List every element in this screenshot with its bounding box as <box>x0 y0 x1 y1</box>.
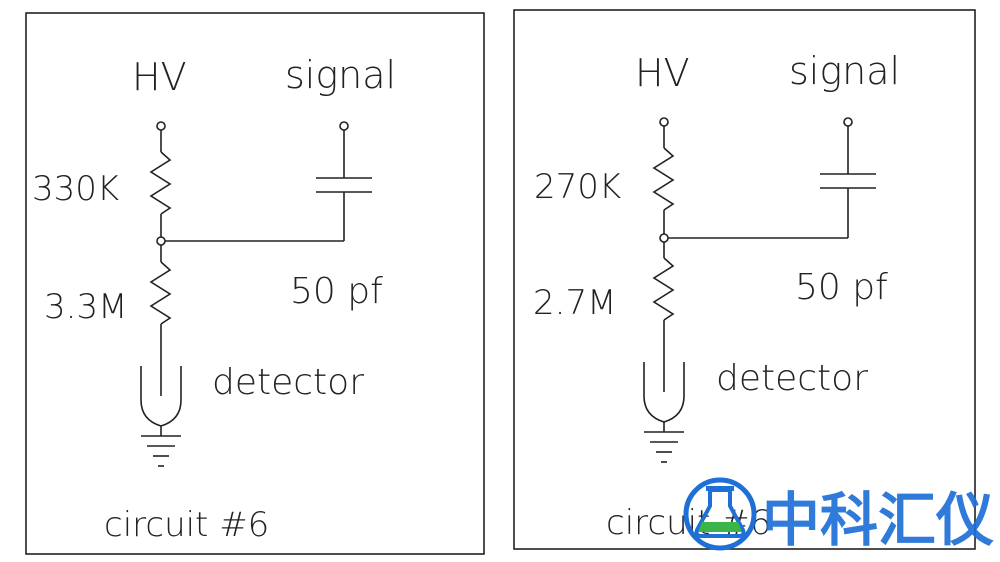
circuit-caption: circuit #6 <box>104 505 269 545</box>
flask-circle-logo <box>683 477 757 551</box>
circuit-panel-left <box>25 12 485 555</box>
hv-label: HV <box>635 51 690 95</box>
detector-label: detector <box>716 358 868 399</box>
panel-frame <box>25 12 485 555</box>
capacitor <box>316 177 372 193</box>
resistor-top-label: 270K <box>534 167 621 207</box>
signal-terminal <box>843 117 853 127</box>
resistor-bottom <box>652 257 675 321</box>
signal-label: signal <box>789 49 900 93</box>
signal-label: signal <box>285 53 396 97</box>
capacitor-label: 50 pf <box>795 267 888 308</box>
junction-node <box>659 233 669 243</box>
hv-terminal <box>659 117 669 127</box>
resistor-bottom-label: 2.7M <box>533 283 616 323</box>
detector-label: detector <box>212 362 364 403</box>
junction-node <box>156 236 166 246</box>
ground-symbol <box>141 435 181 467</box>
resistor-bottom <box>149 261 172 325</box>
resistor-top-label: 330K <box>32 169 119 209</box>
signal-terminal <box>339 121 349 131</box>
resistor-bottom-label: 3.3M <box>44 287 127 327</box>
resistor-top <box>149 151 172 215</box>
resistor-top <box>652 147 675 211</box>
panel-frame <box>513 9 976 550</box>
hv-label: HV <box>132 55 187 99</box>
capacitor <box>820 173 876 189</box>
watermark: 中科汇仪 <box>683 477 994 554</box>
circuit-panel-right <box>513 9 976 550</box>
capacitor-label: 50 pf <box>290 271 383 312</box>
hv-terminal <box>156 121 166 131</box>
watermark-text: 中科汇仪 <box>762 486 994 554</box>
ground-symbol <box>644 431 684 463</box>
